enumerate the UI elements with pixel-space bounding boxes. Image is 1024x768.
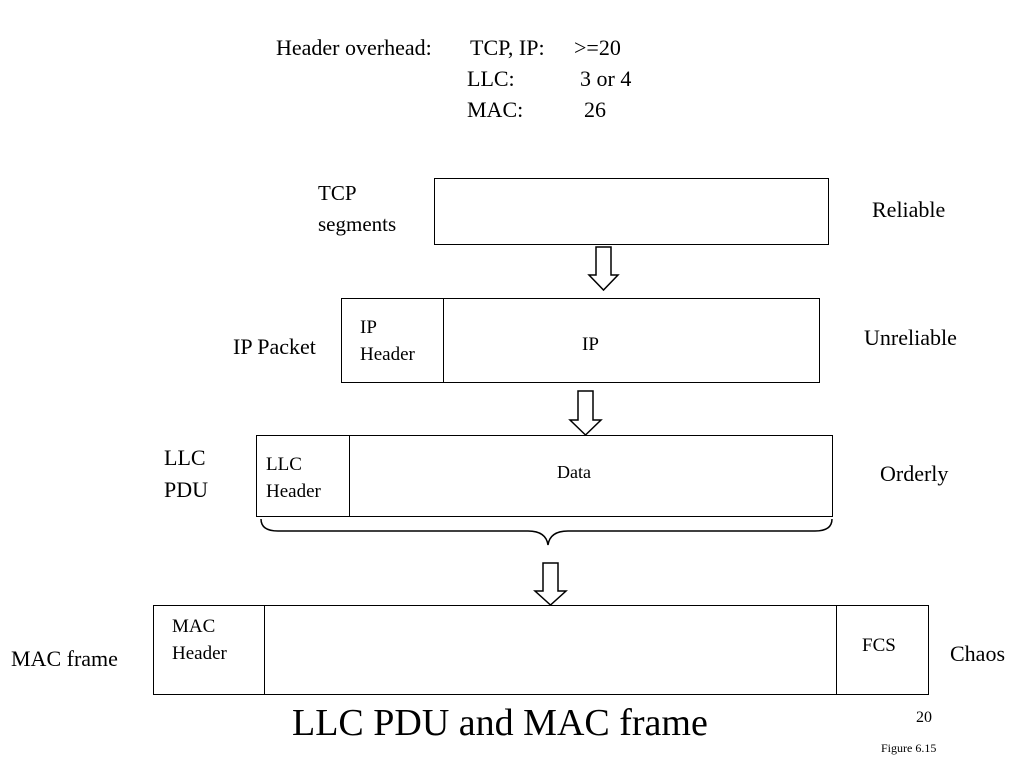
mac-label: MAC frame (11, 646, 118, 671)
down-arrow-icon (568, 390, 603, 437)
ip-header-divider (443, 298, 444, 383)
figure-caption: Figure 6.15 (881, 741, 937, 755)
tcp-label-line2: segments (318, 212, 397, 236)
overhead-mac-value: 26 (584, 97, 606, 122)
ip-status: Unreliable (864, 325, 957, 350)
tcp-label-line1: TCP (318, 181, 357, 205)
llc-status: Orderly (880, 461, 949, 486)
ip-body-label: IP (582, 334, 599, 355)
brace-shape (260, 518, 833, 546)
mac-header-divider (264, 605, 265, 695)
ip-header-line1: IP (360, 317, 377, 338)
slide-title: LLC PDU and MAC frame (292, 702, 708, 744)
mac-fcs-label: FCS (862, 635, 896, 656)
overhead-mac-name: MAC: (467, 97, 524, 122)
mac-header-line1: MAC (172, 616, 216, 637)
mac-header-line2: Header (172, 643, 227, 664)
mac-status: Chaos (950, 641, 1005, 666)
overhead-tcpip-name: TCP, IP: (470, 35, 545, 60)
page-number: 20 (916, 709, 932, 726)
overhead-llc-value: 3 or 4 (580, 66, 632, 91)
overhead-llc-name: LLC: (467, 66, 515, 91)
llc-header-divider (349, 435, 350, 517)
llc-header-line2: Header (266, 481, 321, 502)
llc-label-line2: PDU (164, 477, 209, 502)
ip-label: IP Packet (233, 334, 316, 359)
overhead-label: Header overhead: (276, 35, 432, 60)
llc-data-label: Data (557, 462, 591, 482)
tcp-segment-box (434, 178, 829, 245)
llc-pdu-box (256, 435, 833, 517)
down-arrow-icon (533, 562, 568, 607)
ip-packet-box (341, 298, 820, 383)
tcp-status: Reliable (872, 197, 946, 222)
ip-header-line2: Header (360, 344, 415, 365)
llc-label-line1: LLC (164, 445, 206, 470)
mac-frame-box (153, 605, 929, 695)
mac-fcs-divider (836, 605, 837, 695)
llc-header-line1: LLC (266, 454, 302, 475)
down-arrow-icon (587, 246, 620, 292)
overhead-tcpip-value: >=20 (574, 35, 621, 60)
